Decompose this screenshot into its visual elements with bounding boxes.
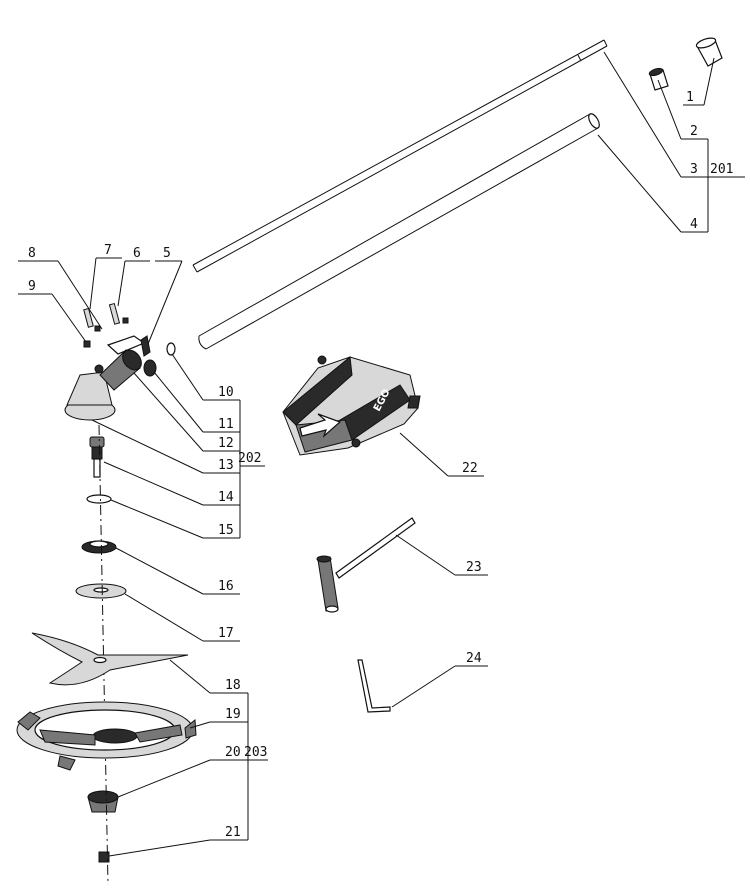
end-cap [695, 37, 723, 67]
part-labels: 1 2 3 4 5 6 7 8 9 10 11 12 13 14 15 16 1… [28, 90, 733, 840]
blade-mount-stack [75, 424, 127, 886]
callout-7: 7 [104, 243, 112, 258]
assembly-203: 203 [244, 745, 267, 760]
callout-12: 12 [218, 436, 234, 451]
callout-2: 2 [690, 124, 698, 139]
hex-key [357, 659, 391, 713]
callout-1: 1 [686, 90, 694, 105]
callout-5: 5 [163, 246, 171, 261]
callout-3: 3 [690, 162, 698, 177]
socket-wrench [316, 517, 416, 613]
callout-18: 18 [225, 678, 241, 693]
callout-13: 13 [218, 458, 234, 473]
callout-15: 15 [218, 523, 234, 538]
callout-6: 6 [133, 246, 141, 261]
debris-shield [282, 355, 421, 456]
callout-23: 23 [466, 560, 482, 575]
assembly-201: 201 [710, 162, 733, 177]
callout-24: 24 [466, 651, 482, 666]
gear-head-fasteners [83, 302, 151, 357]
callout-22: 22 [462, 461, 478, 476]
callout-16: 16 [218, 579, 234, 594]
callout-8: 8 [28, 246, 36, 261]
callout-10: 10 [218, 385, 234, 400]
leader-lines [18, 51, 745, 857]
callout-20: 20 [225, 745, 241, 760]
callout-17: 17 [218, 626, 234, 641]
callout-4: 4 [690, 217, 698, 232]
blade-guard [16, 701, 197, 771]
callout-21: 21 [225, 825, 241, 840]
callout-9: 9 [28, 279, 36, 294]
callout-19: 19 [225, 707, 241, 722]
shaft-bushing [648, 67, 669, 91]
drive-shaft [192, 39, 608, 273]
gear-head-housing [64, 342, 176, 421]
callout-14: 14 [218, 490, 234, 505]
three-tooth-blade [31, 632, 189, 686]
assembly-202: 202 [238, 451, 261, 466]
callout-11: 11 [218, 417, 234, 432]
shaft-tube [198, 113, 600, 350]
